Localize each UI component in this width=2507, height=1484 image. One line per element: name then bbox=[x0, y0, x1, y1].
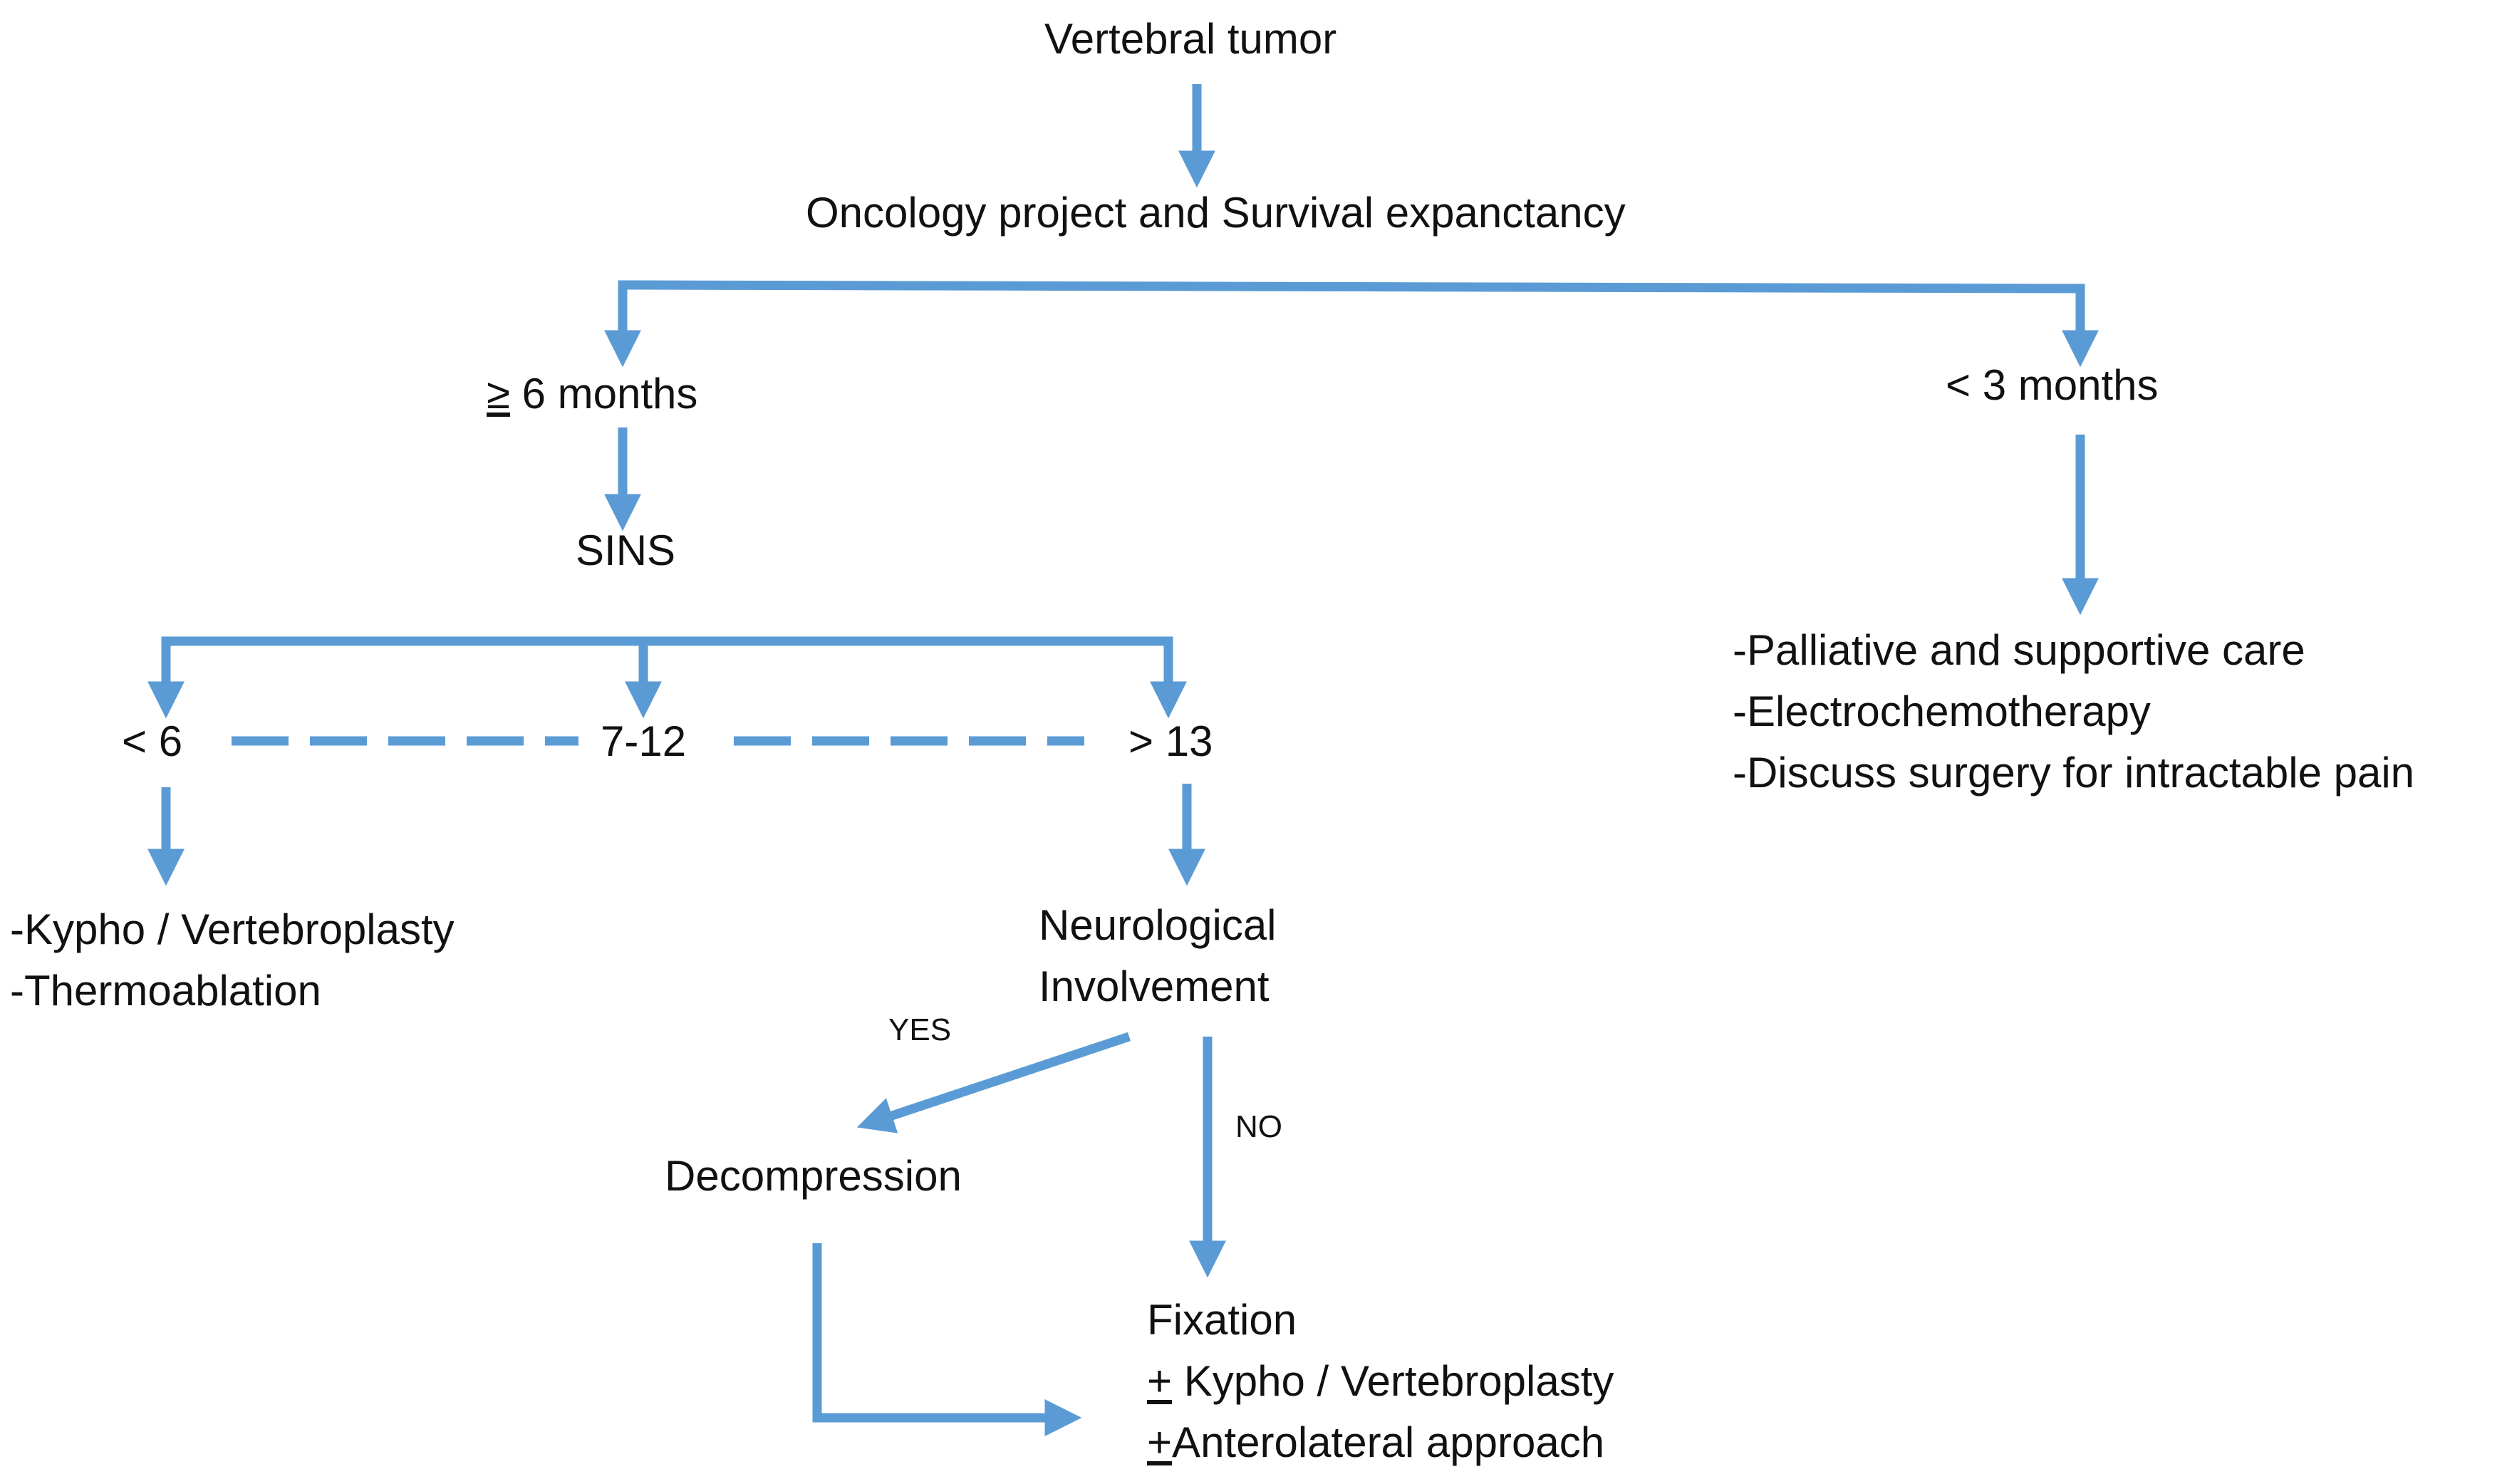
split-line-survival bbox=[618, 280, 2085, 349]
neuro-line-2: Involvement bbox=[1039, 962, 1270, 1010]
plus-minus-symbol: + bbox=[1147, 1418, 1173, 1466]
neuro-line-1: Neurological bbox=[1039, 901, 1277, 949]
sins-gt13-node: > 13 bbox=[1128, 717, 1213, 765]
outcome-line: -Electrochemotherapy bbox=[1733, 687, 2151, 735]
arrow-yes-to-decompression bbox=[856, 1032, 1131, 1133]
kypho-thermoablation-outcome: -Kypho / Vertebroplasty -Thermoablation bbox=[10, 899, 455, 1022]
fixation-line-3-text: Anterolateral approach bbox=[1172, 1418, 1605, 1466]
oncology-survival-node: Oncology project and Survival expanctanc… bbox=[806, 189, 1626, 237]
fixation-line-2-text: Kypho / Vertebroplasty bbox=[1172, 1357, 1614, 1405]
neurological-involvement-node: Neurological Involvement bbox=[1039, 895, 1277, 1017]
outcome-line: -Kypho / Vertebroplasty bbox=[10, 906, 455, 953]
palliative-outcome: -Palliative and supportive care -Electro… bbox=[1733, 620, 2414, 804]
sins-7-12-node: 7-12 bbox=[601, 717, 687, 765]
survival-lt3-months-node: < 3 months bbox=[1946, 361, 2159, 409]
ge-symbol: ≥ bbox=[487, 370, 510, 417]
no-label: NO bbox=[1235, 1109, 1282, 1144]
arrow-decompression-to-fixation bbox=[812, 1243, 1082, 1436]
plus-minus-symbol: + bbox=[1147, 1357, 1173, 1405]
ge6-months-label: 6 months bbox=[509, 370, 698, 417]
fixation-line-2: + Kypho / Vertebroplasty bbox=[1147, 1351, 1614, 1412]
sins-node: SINS bbox=[576, 526, 676, 574]
split-line-sins bbox=[161, 636, 1173, 670]
decompression-node: Decompression bbox=[665, 1152, 962, 1200]
outcome-line: -Discuss surgery for intractable pain bbox=[1733, 749, 2415, 797]
outcome-line: -Palliative and supportive care bbox=[1733, 626, 2305, 674]
fixation-node: Fixation + Kypho / Vertebroplasty +Anter… bbox=[1147, 1290, 1614, 1473]
sins-lt6-node: < 6 bbox=[122, 717, 183, 765]
fixation-line-3: +Anterolateral approach bbox=[1147, 1412, 1614, 1473]
outcome-line: -Thermoablation bbox=[10, 967, 321, 1015]
yes-label: YES bbox=[888, 1012, 952, 1047]
vertebral-tumor-node: Vertebral tumor bbox=[1044, 15, 1337, 63]
survival-ge6-months-node: ≥ 6 months bbox=[487, 363, 697, 425]
fixation-title: Fixation bbox=[1147, 1296, 1297, 1344]
